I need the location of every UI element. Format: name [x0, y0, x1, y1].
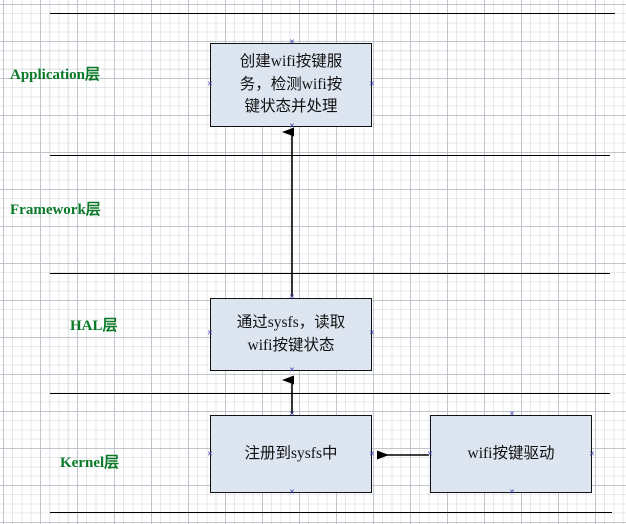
node-line: 务，检测wifi按: [239, 75, 343, 93]
divider-framework-hal: [50, 273, 610, 274]
node-hal-sysfs[interactable]: 通过sysfs，读取 wifi按键状态: [210, 298, 372, 371]
node-line: 通过sysfs，读取: [236, 314, 346, 332]
layer-label-hal: HAL层: [70, 318, 118, 334]
divider-top: [50, 13, 615, 14]
node-line: 键状态并处理: [244, 98, 338, 116]
node-line: 注册到sysfs中: [244, 444, 338, 462]
node-line: wifi按键驱动: [467, 444, 555, 462]
layer-label-kernel: Kernel层: [60, 455, 120, 471]
node-line: wifi按键状态: [247, 336, 335, 354]
divider-bottom: [50, 512, 612, 513]
layer-label-application: Application层: [10, 67, 101, 83]
node-application-service[interactable]: 创建wifi按键服 务，检测wifi按 键状态并处理: [210, 43, 372, 127]
divider-hal-kernel: [50, 393, 610, 394]
layer-label-framework: Framework层: [10, 202, 101, 218]
node-line: 创建wifi按键服: [239, 53, 343, 71]
divider-application-framework: [50, 155, 610, 156]
node-kernel-register-sysfs[interactable]: 注册到sysfs中: [210, 415, 372, 493]
node-kernel-wifi-driver[interactable]: wifi按键驱动: [430, 415, 592, 493]
